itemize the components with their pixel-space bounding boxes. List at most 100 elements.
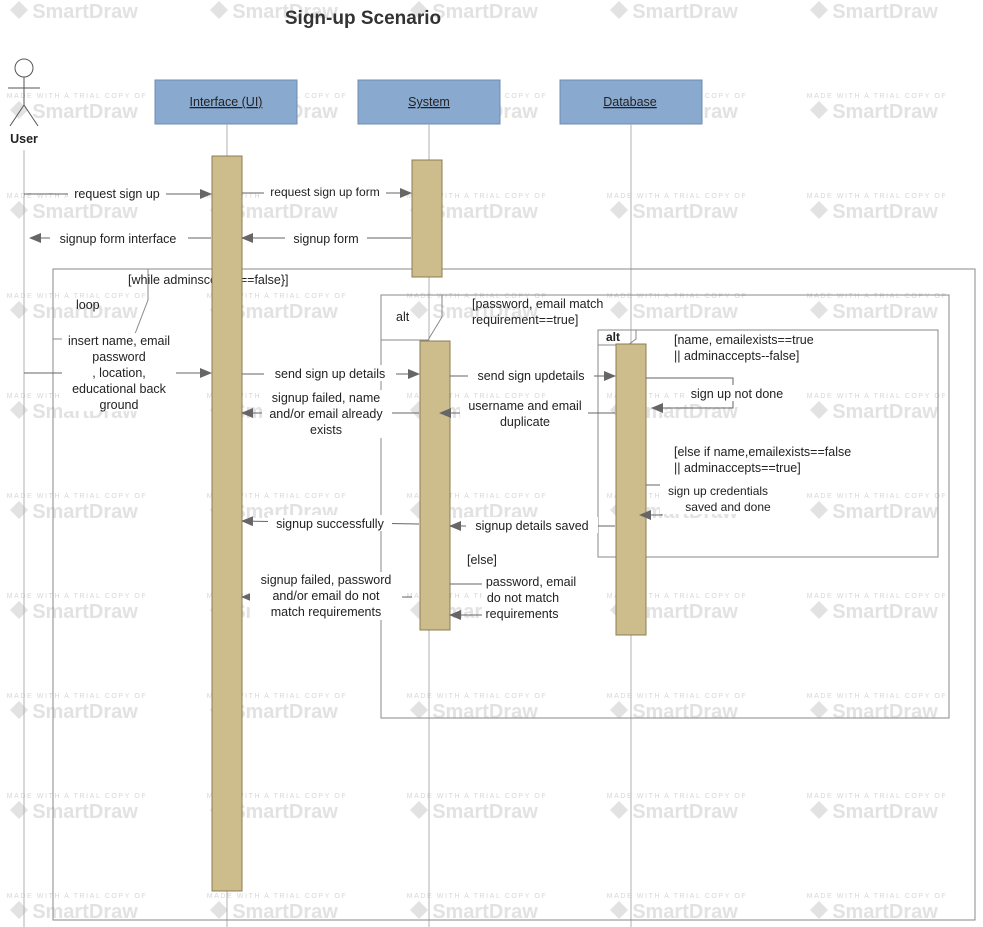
message-label: exists — [310, 423, 342, 437]
message-m15: signup failed, password and/or email do … — [241, 572, 412, 620]
activation-ui — [211, 155, 243, 892]
watermark-brand: SmartDraw — [232, 801, 338, 823]
smartdraw-logo-icon — [410, 1, 428, 19]
watermark-caption: MADE WITH A TRIAL COPY OF — [407, 693, 548, 700]
watermark-caption: MADE WITH A TRIAL COPY OF — [207, 293, 348, 300]
message-m3: signup form interface — [29, 229, 211, 246]
smartdraw-logo-icon — [410, 301, 428, 319]
watermark-brand: SmartDraw — [32, 301, 138, 323]
watermark-caption: MADE WITH A TRIAL COPY OF — [407, 193, 548, 200]
watermark-brand: SmartDraw — [632, 401, 738, 423]
message-m1: request sign up — [24, 185, 212, 201]
alt-outer-frame: alt [password, email match requirement==… — [380, 294, 950, 719]
message-m8: sign up not done — [646, 377, 788, 413]
message-label: insert name, email — [68, 334, 170, 348]
watermark-brand: SmartDraw — [32, 601, 138, 623]
watermark-brand: SmartDraw — [832, 401, 938, 423]
smartdraw-logo-icon — [10, 801, 28, 819]
alt-inner-frame: alt [name, emailexists==true || adminacc… — [597, 329, 939, 558]
watermark-brand: SmartDraw — [432, 301, 538, 323]
watermark-brand: SmartDraw — [632, 701, 738, 723]
lifeline-system-label: System — [408, 95, 450, 109]
watermark-caption: MADE WITH A TRIAL COPY OF — [7, 693, 148, 700]
smartdraw-logo-icon — [10, 901, 28, 919]
message-label: and/or email do not — [272, 589, 380, 603]
message-label: signup successfully — [276, 517, 384, 531]
smartdraw-logo-icon — [10, 701, 28, 719]
message-m4: signup form — [241, 229, 411, 246]
watermark-brand: SmartDraw — [32, 801, 138, 823]
watermark-brand: SmartDraw — [632, 201, 738, 223]
smartdraw-logo-icon — [10, 1, 28, 19]
message-label: send sign updetails — [477, 369, 584, 383]
smartdraw-logo-icon — [810, 601, 828, 619]
message-label: send sign up details — [275, 367, 386, 381]
watermark-brand: SmartDraw — [632, 801, 738, 823]
watermark-brand: SmartDraw — [832, 501, 938, 523]
watermark-caption: MADE WITH A TRIAL COPY OF — [807, 693, 948, 700]
alt-outer-guard-1: [password, email match — [472, 297, 603, 311]
watermark-brand: SmartDraw — [632, 901, 738, 923]
user-actor-icon — [8, 58, 40, 127]
watermark-brand: SmartDraw — [232, 301, 338, 323]
watermark-caption: MADE WITH A TRIAL COPY OF — [7, 593, 148, 600]
watermark-caption: MADE WITH A TRIAL COPY OF — [407, 393, 548, 400]
watermark-brand: SmartDraw — [832, 901, 938, 923]
watermark-brand: SmartDraw — [432, 801, 538, 823]
message-label: password — [92, 350, 146, 364]
message-m9: username and email duplicate — [439, 398, 615, 430]
message-label: match requirements — [271, 605, 381, 619]
watermark-caption: MADE WITH A TRIAL COPY OF — [607, 893, 748, 900]
actor-user: User — [8, 58, 40, 146]
smartdraw-logo-icon — [610, 701, 628, 719]
alt-outer-tab — [381, 294, 443, 341]
smartdraw-logo-icon — [810, 401, 828, 419]
smartdraw-logo-icon — [10, 301, 28, 319]
watermark-caption: MADE WITH A TRIAL COPY OF — [807, 893, 948, 900]
message-label: sign up not done — [691, 387, 783, 401]
smartdraw-logo-icon — [810, 101, 828, 119]
watermark-brand: SmartDraw — [232, 201, 338, 223]
watermark-caption: MADE WITH A TRIAL COPY OF — [207, 693, 348, 700]
watermark-brand: SmartDraw — [232, 901, 338, 923]
lifeline-database-head — [559, 79, 703, 125]
smartdraw-logo-icon — [810, 901, 828, 919]
smartdraw-logo-icon — [10, 101, 28, 119]
activation-system-2 — [419, 340, 451, 631]
smartdraw-logo-icon — [410, 701, 428, 719]
message-m2: request sign up form — [242, 184, 412, 200]
watermark-caption: MADE WITH A TRIAL COPY OF — [807, 193, 948, 200]
alt-inner-border — [597, 329, 939, 558]
watermark-brand: SmartDraw — [32, 1, 138, 23]
smartdraw-logo-icon — [810, 701, 828, 719]
watermark-caption: MADE WITH A TRIAL COPY OF — [407, 893, 548, 900]
alt-outer-guard-2: requirement==true] — [472, 313, 578, 327]
message-label: signup form interface — [60, 232, 177, 246]
watermark-caption: MADE WITH A TRIAL COPY OF — [607, 193, 748, 200]
message-label: sign up credentials — [668, 484, 768, 498]
watermark-brand: SmartDraw — [832, 201, 938, 223]
smartdraw-logo-icon — [610, 801, 628, 819]
watermark-caption: MADE WITH A TRIAL COPY OF — [607, 793, 748, 800]
watermark-caption: MADE WITH A TRIAL COPY OF — [807, 393, 948, 400]
message-m5: insert name, email password , location, … — [24, 333, 212, 412]
message-m12: signup details saved — [449, 517, 615, 533]
smartdraw-logo-icon — [610, 201, 628, 219]
watermark-brand: SmartDraw — [232, 1, 338, 23]
watermark-brand: SmartDraw — [32, 101, 138, 123]
message-label: duplicate — [500, 415, 550, 429]
watermark-caption: MADE WITH A TRIAL COPY OF — [7, 493, 148, 500]
watermark-caption: MADE WITH A TRIAL COPY OF — [807, 293, 948, 300]
lifeline-database-label: Database — [603, 95, 657, 109]
smartdraw-logo-icon — [410, 801, 428, 819]
message-label: signup form — [293, 232, 358, 246]
smartdraw-logo-icon — [10, 401, 28, 419]
alt-inner-else-guard-2: || adminaccepts==true] — [674, 461, 801, 475]
alt-outer-border — [380, 294, 950, 719]
message-label: , location, — [92, 366, 146, 380]
watermark-brand: SmartDraw — [632, 1, 738, 23]
watermark-brand: SmartDraw — [432, 901, 538, 923]
watermark-brand: SmartDraw — [232, 701, 338, 723]
